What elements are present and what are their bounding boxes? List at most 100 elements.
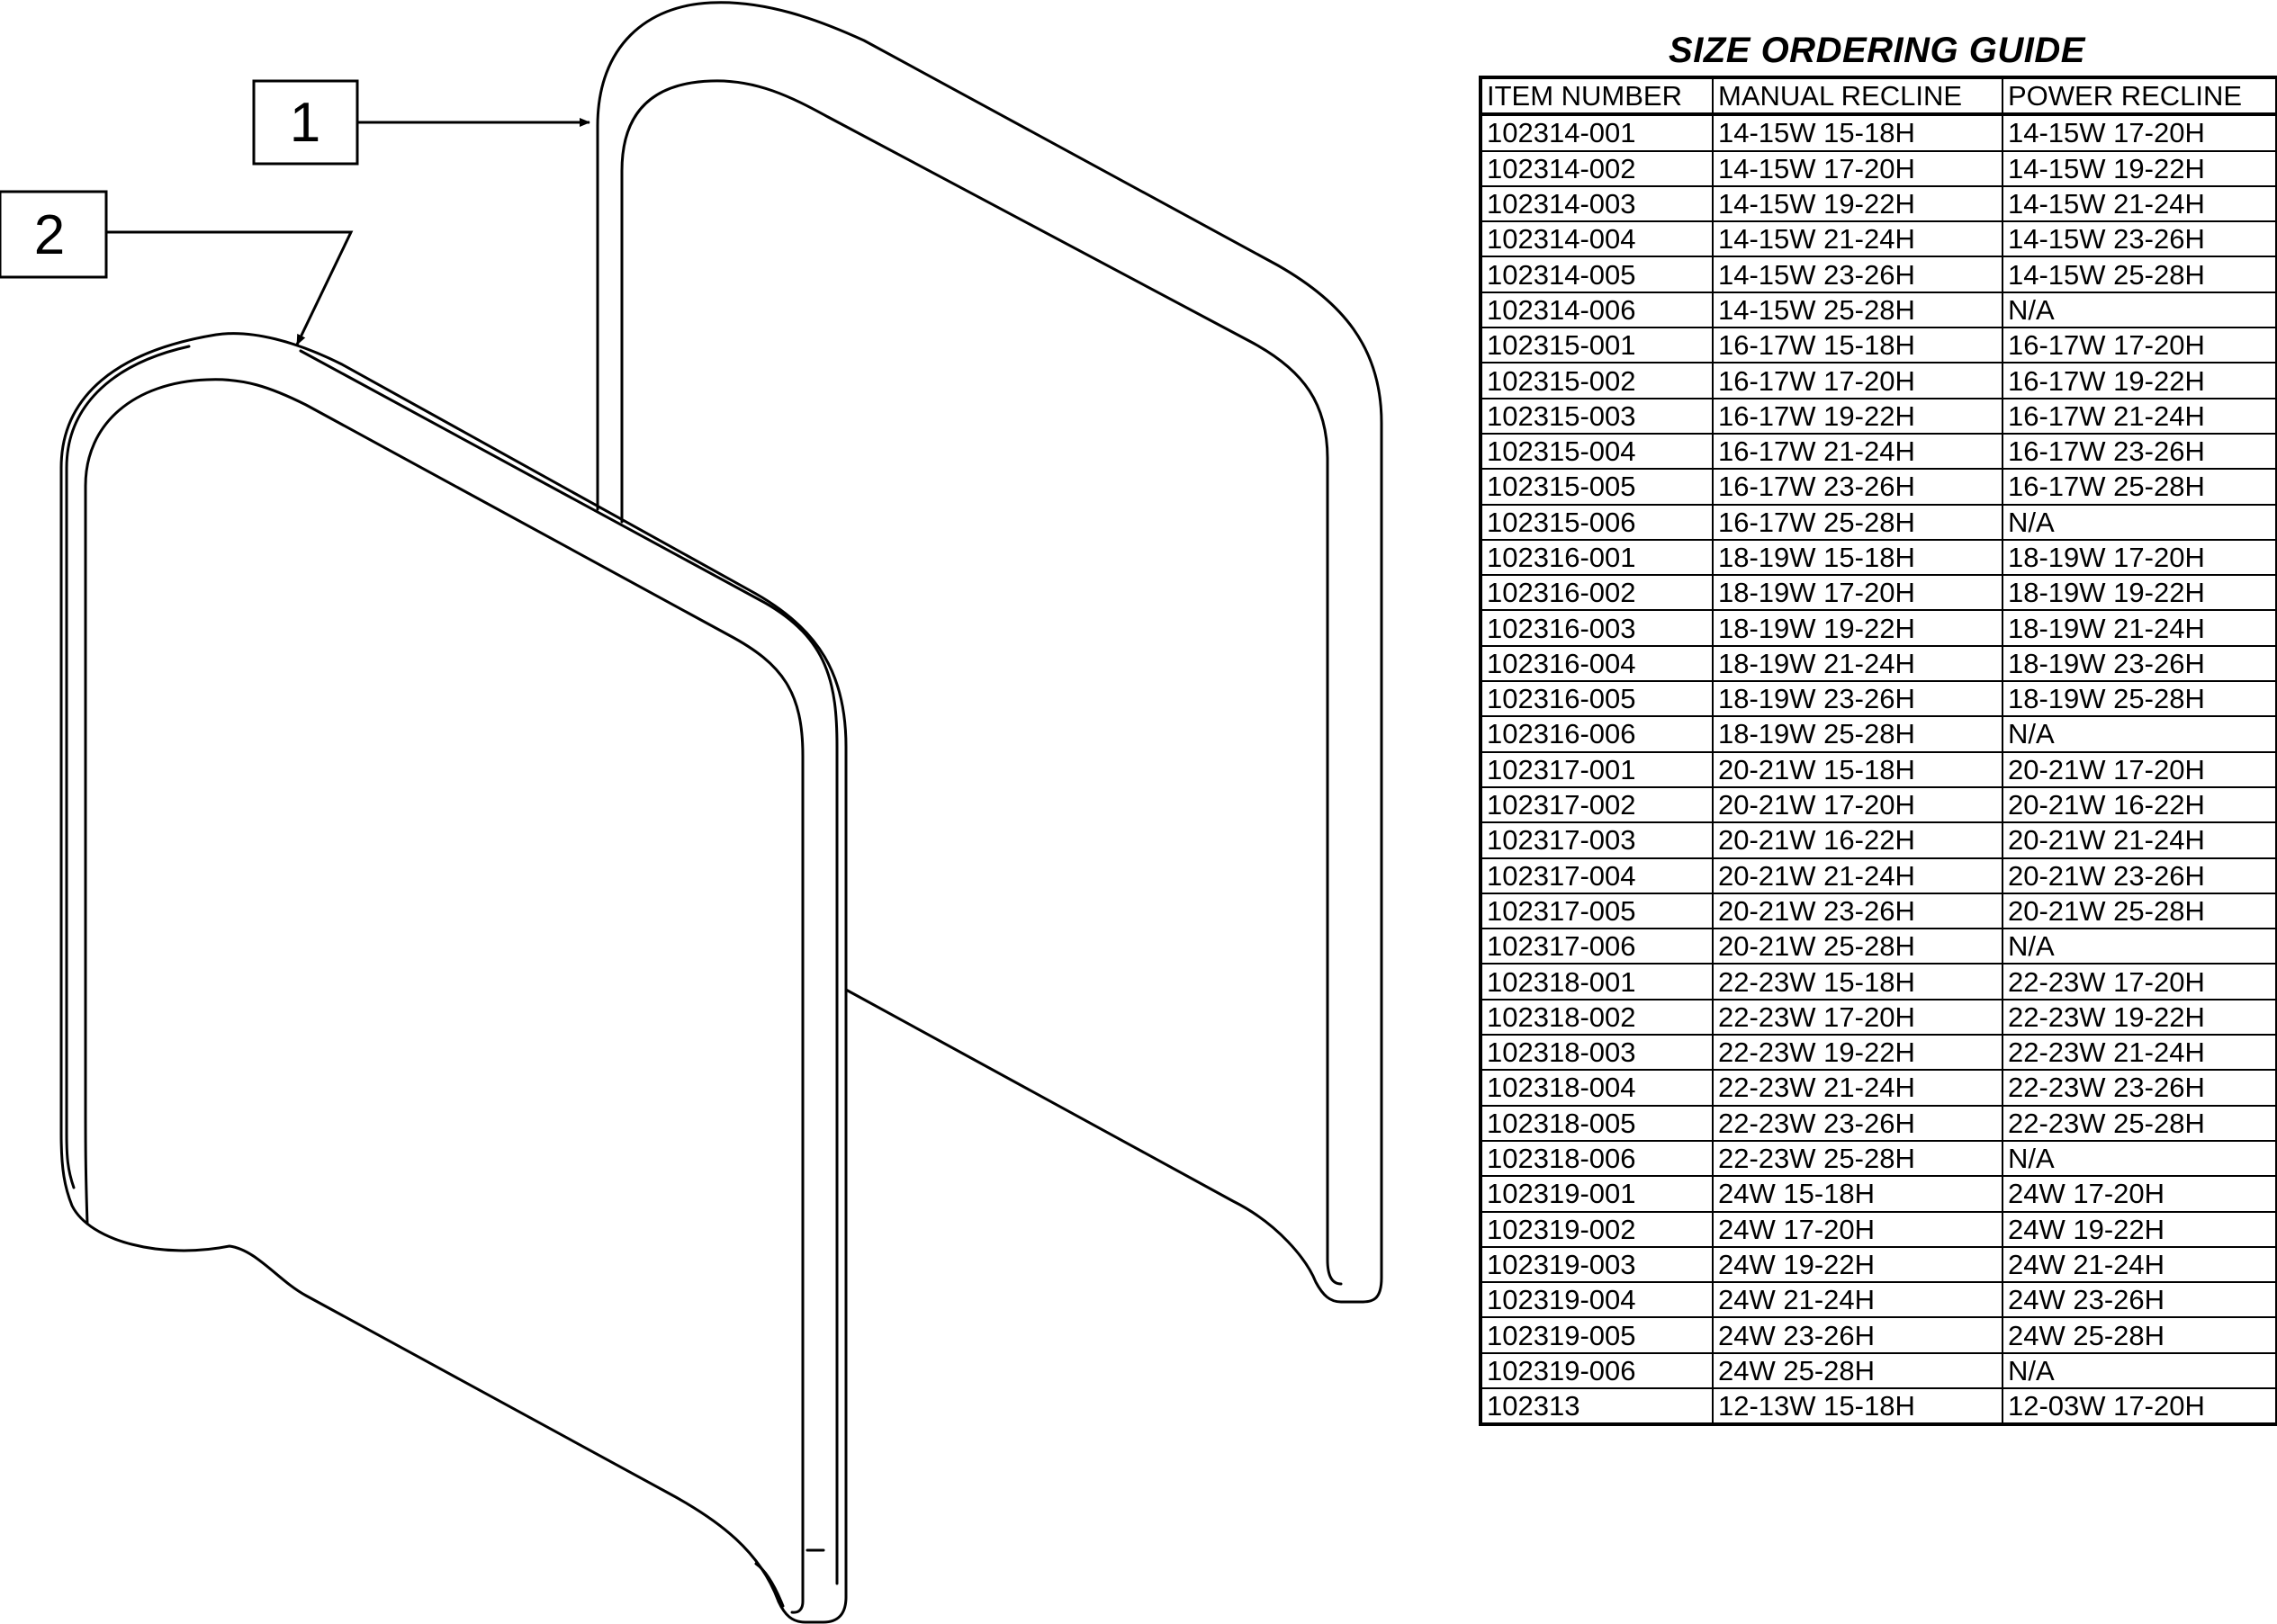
manual-recline-cell: 24W 17-20H <box>1712 1210 2003 1248</box>
manual-recline-cell: 22-23W 17-20H <box>1712 998 2003 1036</box>
item-number-cell: 102314-005 <box>1480 256 1714 293</box>
manual-recline-cell: 22-23W 19-22H <box>1712 1034 2003 1072</box>
power-recline-cell: 14-15W 23-26H <box>2002 220 2277 258</box>
item-number-cell: 102316-006 <box>1480 715 1714 753</box>
power-recline-cell: 24W 19-22H <box>2002 1210 2277 1248</box>
power-recline-cell: 20-21W 25-28H <box>2002 892 2277 930</box>
item-number-cell: 102315-004 <box>1480 432 1714 471</box>
header-power-recline: POWER RECLINE <box>2002 76 2277 117</box>
item-number-cell: 102314-001 <box>1480 113 1714 152</box>
part-2-back-cushion <box>59 332 848 1624</box>
power-recline-cell: N/A <box>2002 291 2277 329</box>
power-recline-cell: N/A <box>2002 1139 2277 1178</box>
power-recline-cell: 20-21W 21-24H <box>2002 821 2277 859</box>
item-number-cell: 102317-005 <box>1480 892 1714 930</box>
item-number-cell: 102314-003 <box>1480 184 1714 223</box>
power-recline-cell: 24W 17-20H <box>2002 1175 2277 1213</box>
manual-recline-cell: 24W 15-18H <box>1712 1175 2003 1213</box>
manual-recline-cell: 16-17W 25-28H <box>1712 503 2003 541</box>
manual-recline-cell: 24W 19-22H <box>1712 1245 2003 1284</box>
manual-recline-cell: 18-19W 17-20H <box>1712 574 2003 612</box>
item-number-cell: 102314-002 <box>1480 149 1714 187</box>
power-recline-cell: 20-21W 17-20H <box>2002 750 2277 788</box>
item-number-cell: 102317-006 <box>1480 928 1714 965</box>
callout-2-leader <box>106 230 354 345</box>
manual-recline-cell: 24W 25-28H <box>1712 1351 2003 1389</box>
item-number-cell: 102319-004 <box>1480 1281 1714 1319</box>
item-number-cell: 102317-003 <box>1480 821 1714 859</box>
item-number-cell: 102316-002 <box>1480 574 1714 612</box>
callout-1: 1 <box>252 79 590 166</box>
manual-recline-cell: 22-23W 25-28H <box>1712 1139 2003 1178</box>
power-recline-cell: 14-15W 25-28H <box>2002 256 2277 293</box>
manual-recline-cell: 20-21W 16-22H <box>1712 821 2003 859</box>
header-item-number: ITEM NUMBER <box>1480 76 1714 117</box>
item-number-cell: 102318-003 <box>1480 1034 1714 1072</box>
item-number-cell: 102315-001 <box>1480 327 1714 364</box>
power-recline-cell: N/A <box>2002 1351 2277 1389</box>
size-table: ITEM NUMBER MANUAL RECLINE POWER RECLINE… <box>1479 76 2277 1427</box>
manual-recline-cell: 20-21W 25-28H <box>1712 928 2003 965</box>
table-header-row: ITEM NUMBER MANUAL RECLINE POWER RECLINE <box>1480 76 2277 117</box>
power-recline-cell: 22-23W 17-20H <box>2002 963 2277 1000</box>
manual-recline-cell: 24W 23-26H <box>1712 1316 2003 1354</box>
item-number-cell: 102319-002 <box>1480 1210 1714 1248</box>
power-recline-cell: 16-17W 19-22H <box>2002 362 2277 399</box>
power-recline-cell: N/A <box>2002 503 2277 541</box>
manual-recline-cell: 20-21W 21-24H <box>1712 857 2003 894</box>
manual-recline-cell: 14-15W 19-22H <box>1712 184 2003 223</box>
item-number-cell: 102318-001 <box>1480 963 1714 1000</box>
item-number-cell: 102318-006 <box>1480 1139 1714 1178</box>
manual-recline-cell: 18-19W 23-26H <box>1712 680 2003 718</box>
power-recline-cell: 18-19W 21-24H <box>2002 609 2277 647</box>
callout-1-box <box>252 79 359 166</box>
power-recline-cell: 16-17W 23-26H <box>2002 432 2277 471</box>
manual-recline-cell: 14-15W 15-18H <box>1712 113 2003 152</box>
power-recline-cell: 20-21W 16-22H <box>2002 785 2277 824</box>
item-number-cell: 102315-003 <box>1480 397 1714 435</box>
part-1-back-shell <box>596 1 1383 1304</box>
item-number-cell: 102318-002 <box>1480 998 1714 1036</box>
power-recline-cell: 16-17W 21-24H <box>2002 397 2277 435</box>
item-number-cell: 102319-001 <box>1480 1175 1714 1213</box>
power-recline-cell: 16-17W 17-20H <box>2002 327 2277 364</box>
manual-recline-cell: 18-19W 21-24H <box>1712 644 2003 683</box>
item-number-cell: 102317-002 <box>1480 785 1714 824</box>
item-number-cell: 102318-005 <box>1480 1104 1714 1142</box>
manual-recline-cell: 20-21W 23-26H <box>1712 892 2003 930</box>
item-number-cell: 102314-006 <box>1480 291 1714 329</box>
item-number-cell: 102316-005 <box>1480 680 1714 718</box>
item-number-cell: 102316-001 <box>1480 538 1714 577</box>
power-recline-cell: 22-23W 21-24H <box>2002 1034 2277 1072</box>
callout-2-label: 2 <box>34 204 65 266</box>
manual-recline-cell: 22-23W 21-24H <box>1712 1069 2003 1107</box>
exploded-diagram: 1 2 <box>0 1 1383 1624</box>
power-recline-cell: 24W 23-26H <box>2002 1281 2277 1319</box>
manual-recline-cell: 14-15W 21-24H <box>1712 220 2003 258</box>
power-recline-cell: N/A <box>2002 928 2277 965</box>
guide-title: SIZE ORDERING GUIDE <box>1669 31 2085 70</box>
